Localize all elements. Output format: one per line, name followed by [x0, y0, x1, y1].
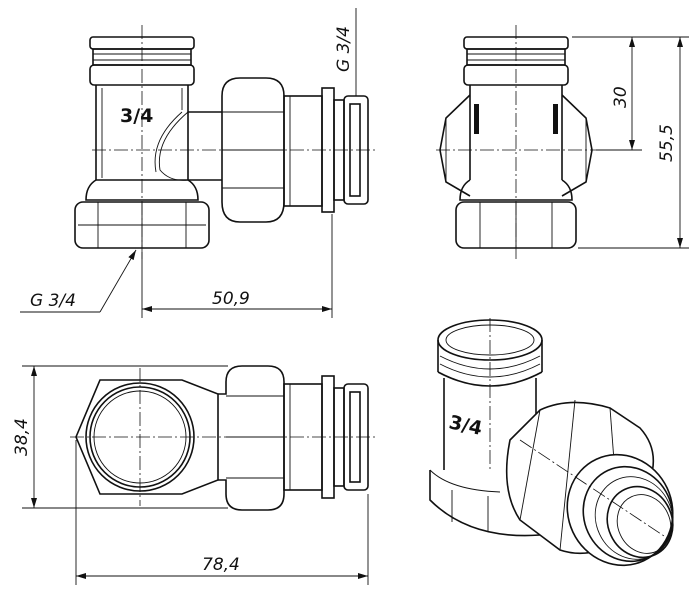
- side-view: 30 55,5: [436, 25, 689, 262]
- plan-view: 38,4 78,4: [12, 365, 378, 585]
- iso-body-marking: 3/4: [447, 411, 484, 439]
- front-view: 3/4 G 3/4 G 3/4 50,9: [20, 8, 378, 318]
- dimension-50-9: 50,9: [212, 289, 250, 309]
- dimension-78-4: 78,4: [202, 555, 240, 575]
- dimension-38-4: 38,4: [12, 418, 32, 456]
- thread-label-bottom: G 3/4: [30, 291, 76, 311]
- dimension-30: 30: [611, 86, 631, 108]
- front-body-marking: 3/4: [120, 105, 153, 127]
- isometric-view: 3/4: [429, 318, 674, 567]
- thread-label-top: G 3/4: [334, 26, 354, 72]
- dimension-55-5: 55,5: [657, 124, 677, 162]
